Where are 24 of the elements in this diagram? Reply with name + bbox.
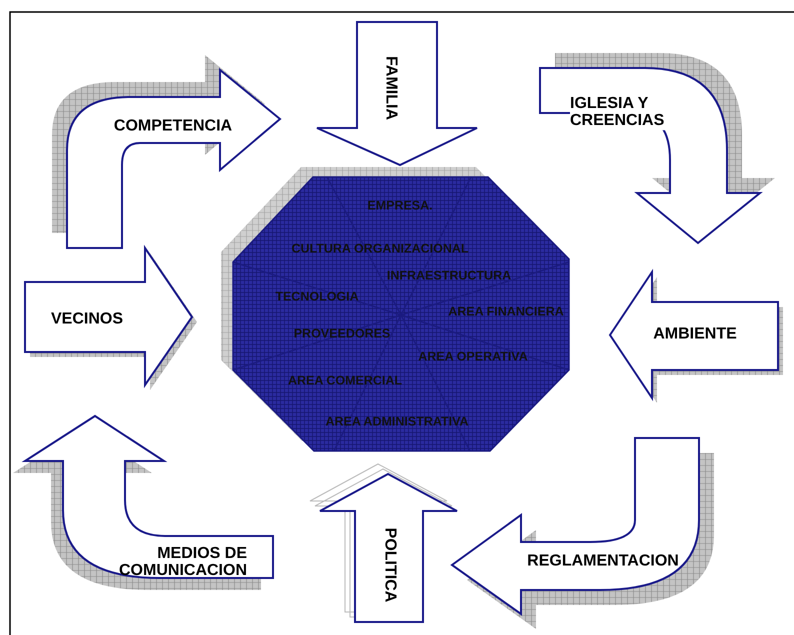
arrow-label: VECINOS: [51, 312, 123, 328]
straight-arrow-shape: [308, 462, 459, 624]
arrow-label: AMBIENTE: [653, 326, 737, 344]
segment-label: INFRAESTRUCTURA: [386, 269, 512, 283]
segment-label: AREA ADMINISTRATIVA: [325, 415, 469, 429]
segment-label: AREA FINANCIERA: [448, 305, 564, 319]
curved-arrow-shape: [538, 51, 777, 245]
curved-arrow-shape: [13, 414, 275, 592]
straight-arrow-shape: [23, 246, 199, 392]
straight-arrow-shape: [315, 20, 479, 167]
segment-label: AREA COMERCIAL: [288, 374, 402, 388]
segment-label: PROVEEDORES: [294, 327, 390, 341]
segment-label: EMPRESA.: [367, 199, 433, 213]
segment-label: TECNOLOGIA: [275, 290, 359, 304]
straight-arrow-shape: [608, 270, 785, 405]
segment-label: CULTURA ORGANIZACIONAL: [291, 242, 469, 256]
arrow-label: MEDIOS DE COMUNICACION: [118, 546, 247, 580]
segment-label: AREA OPERATIVA: [418, 350, 528, 364]
curved-arrow-shape: [450, 436, 716, 631]
arrow-label: REGLAMENTACION: [527, 554, 679, 570]
arrow-label: COMPETENCIA: [114, 118, 232, 136]
curved-arrow-shape: [50, 53, 284, 252]
arrow-label: FAMILIA: [382, 56, 398, 120]
arrow-label: POLITICA: [380, 528, 398, 602]
